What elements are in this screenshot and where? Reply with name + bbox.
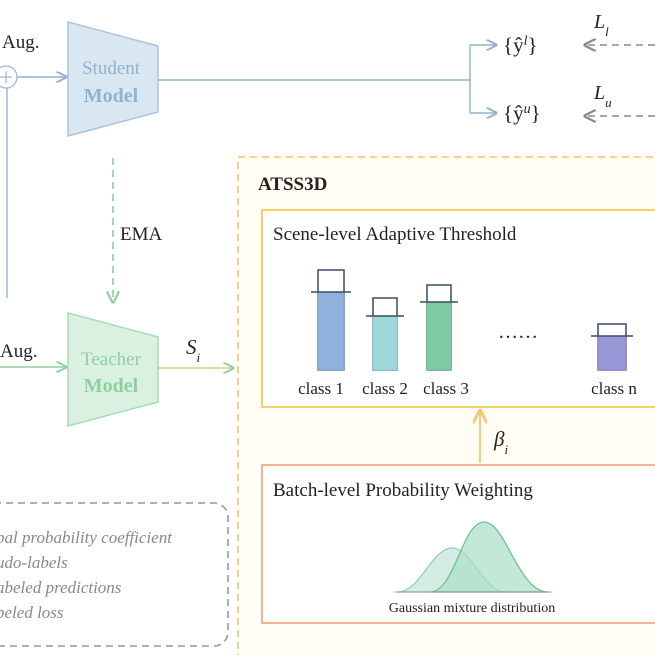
ema-label: EMA [120,224,163,245]
scene-level-title: Scene-level Adaptive Threshold [273,224,517,245]
legend-item-4: beled loss [0,603,64,622]
legend-box [0,502,229,647]
class2-label: class 2 [362,379,408,398]
legend-item-2: udo-labels [0,553,68,572]
top-aug-label: Aug. [2,32,39,53]
student-model-line1: Student [82,58,141,79]
unlabeled-loss-label: Lu [593,82,612,110]
teacher-model-line1: Teacher [81,349,142,370]
score-label: Si [186,335,201,365]
beta-label: βi [493,427,508,457]
legend-item-1: bal probability coefficient [0,528,173,547]
student-model-block [67,21,159,137]
labeled-predictions: {ŷl} [503,33,538,57]
class2-bar [372,315,398,371]
bottom-aug-label: Aug. [0,341,37,362]
class3-bar [426,301,452,371]
unlabeled-predictions: {ŷu} [503,101,541,125]
classn-bar [597,335,627,371]
class1-bar [317,291,345,371]
gmm-caption: Gaussian mixture distribution [389,601,555,616]
ellipsis: …… [498,321,538,343]
class1-label: class 1 [298,379,344,398]
gaussian-component-2 [429,521,549,593]
batch-level-title: Batch-level Probability Weighting [273,480,533,501]
atss3d-title: ATSS3D [258,174,327,195]
teacher-model-line2: Model [84,375,139,397]
classn-label: class n [591,379,637,398]
labeled-loss-label: Ll [593,11,609,39]
teacher-model-block [67,312,159,427]
student-model-line2: Model [84,85,139,107]
legend-item-3: abeled predictions [0,578,122,597]
class3-label: class 3 [423,379,469,398]
batch-level-box [261,464,655,624]
